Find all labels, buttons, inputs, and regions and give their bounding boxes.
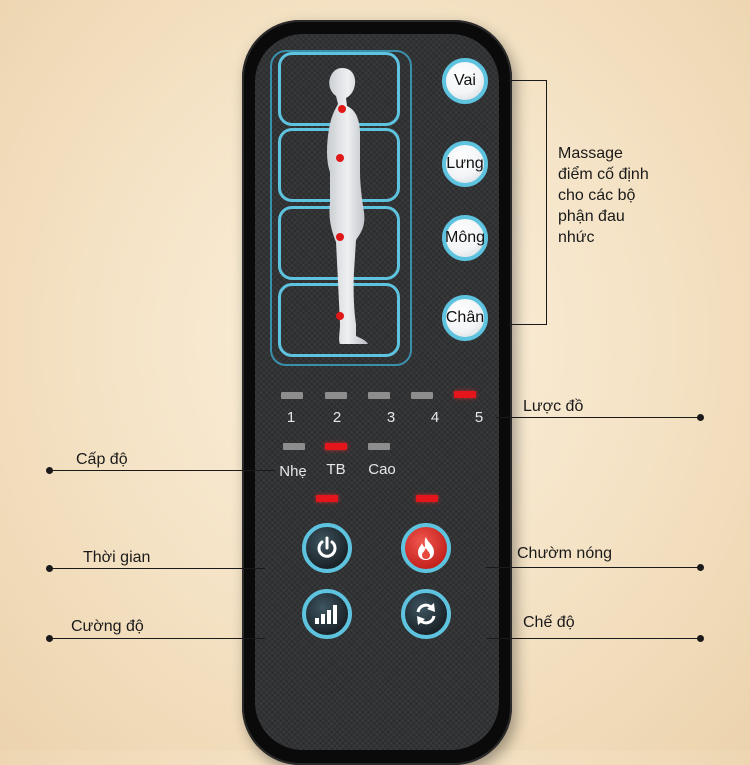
- program-led-5: [454, 391, 476, 398]
- power-button[interactable]: [302, 523, 352, 573]
- level-label-medium: TB: [326, 461, 346, 478]
- mode-button[interactable]: [401, 589, 451, 639]
- intensity-annotation-line: [50, 638, 265, 639]
- program-annotation-line: [496, 417, 700, 418]
- cycle-arrows-icon: [416, 603, 436, 625]
- heat-annotation-line: [486, 567, 700, 568]
- power-icon: [317, 536, 337, 558]
- program-led-2: [325, 392, 347, 399]
- timer-annotation: Thời gian: [83, 549, 151, 566]
- signal-bars-icon: [315, 605, 337, 624]
- zones-bracket: [508, 80, 547, 325]
- program-label-3: 3: [386, 409, 396, 426]
- program-led-3: [368, 392, 390, 399]
- heat-button[interactable]: [401, 523, 451, 573]
- program-annotation: Lược đồ: [523, 398, 584, 415]
- level-label-high: Cao: [368, 461, 396, 478]
- level-annotation-line: [50, 470, 275, 471]
- fixed-point-annotation: Massage điểm cố định cho các bộ phận đau…: [558, 145, 649, 246]
- point-legs: [336, 312, 344, 320]
- program-annotation-dot: [697, 414, 704, 421]
- mode-annotation-dot: [697, 635, 704, 642]
- hips-button[interactable]: Mông: [442, 215, 488, 261]
- point-hips: [336, 233, 344, 241]
- timer-indicator-led: [316, 495, 338, 502]
- shoulder-button[interactable]: Vai: [442, 58, 488, 104]
- mode-annotation: Chế độ: [523, 614, 575, 631]
- level-label-low: Nhẹ: [279, 463, 307, 480]
- level-led-low: [283, 443, 305, 450]
- level-led-medium: [325, 443, 347, 450]
- program-label-5: 5: [474, 409, 484, 426]
- back-button[interactable]: Lưng: [442, 141, 488, 187]
- level-annotation: Cấp độ: [76, 451, 128, 468]
- hips-label: Mông: [444, 229, 486, 246]
- program-led-4: [411, 392, 433, 399]
- program-label-4: 4: [430, 409, 440, 426]
- intensity-annotation: Cường độ: [71, 618, 144, 635]
- heat-indicator-led: [416, 495, 438, 502]
- heat-annotation-dot: [697, 564, 704, 571]
- back-label: Lưng: [446, 155, 484, 172]
- point-shoulder: [338, 105, 346, 113]
- legs-button[interactable]: Chân: [442, 295, 488, 341]
- shoulder-label: Vai: [454, 72, 476, 89]
- intensity-annotation-dot: [46, 635, 53, 642]
- program-label-1: 1: [286, 409, 296, 426]
- human-figure-icon: [327, 68, 368, 344]
- timer-annotation-line: [50, 568, 265, 569]
- program-label-2: 2: [332, 409, 342, 426]
- program-led-1: [281, 392, 303, 399]
- mode-annotation-line: [486, 638, 700, 639]
- heat-annotation: Chườm nóng: [517, 545, 613, 562]
- level-annotation-dot: [46, 467, 53, 474]
- intensity-button[interactable]: [302, 589, 352, 639]
- level-led-high: [368, 443, 390, 450]
- legs-label: Chân: [445, 309, 485, 326]
- point-back: [336, 154, 344, 162]
- flame-icon: [418, 537, 434, 560]
- timer-annotation-dot: [46, 565, 53, 572]
- zone-frame: [270, 50, 412, 366]
